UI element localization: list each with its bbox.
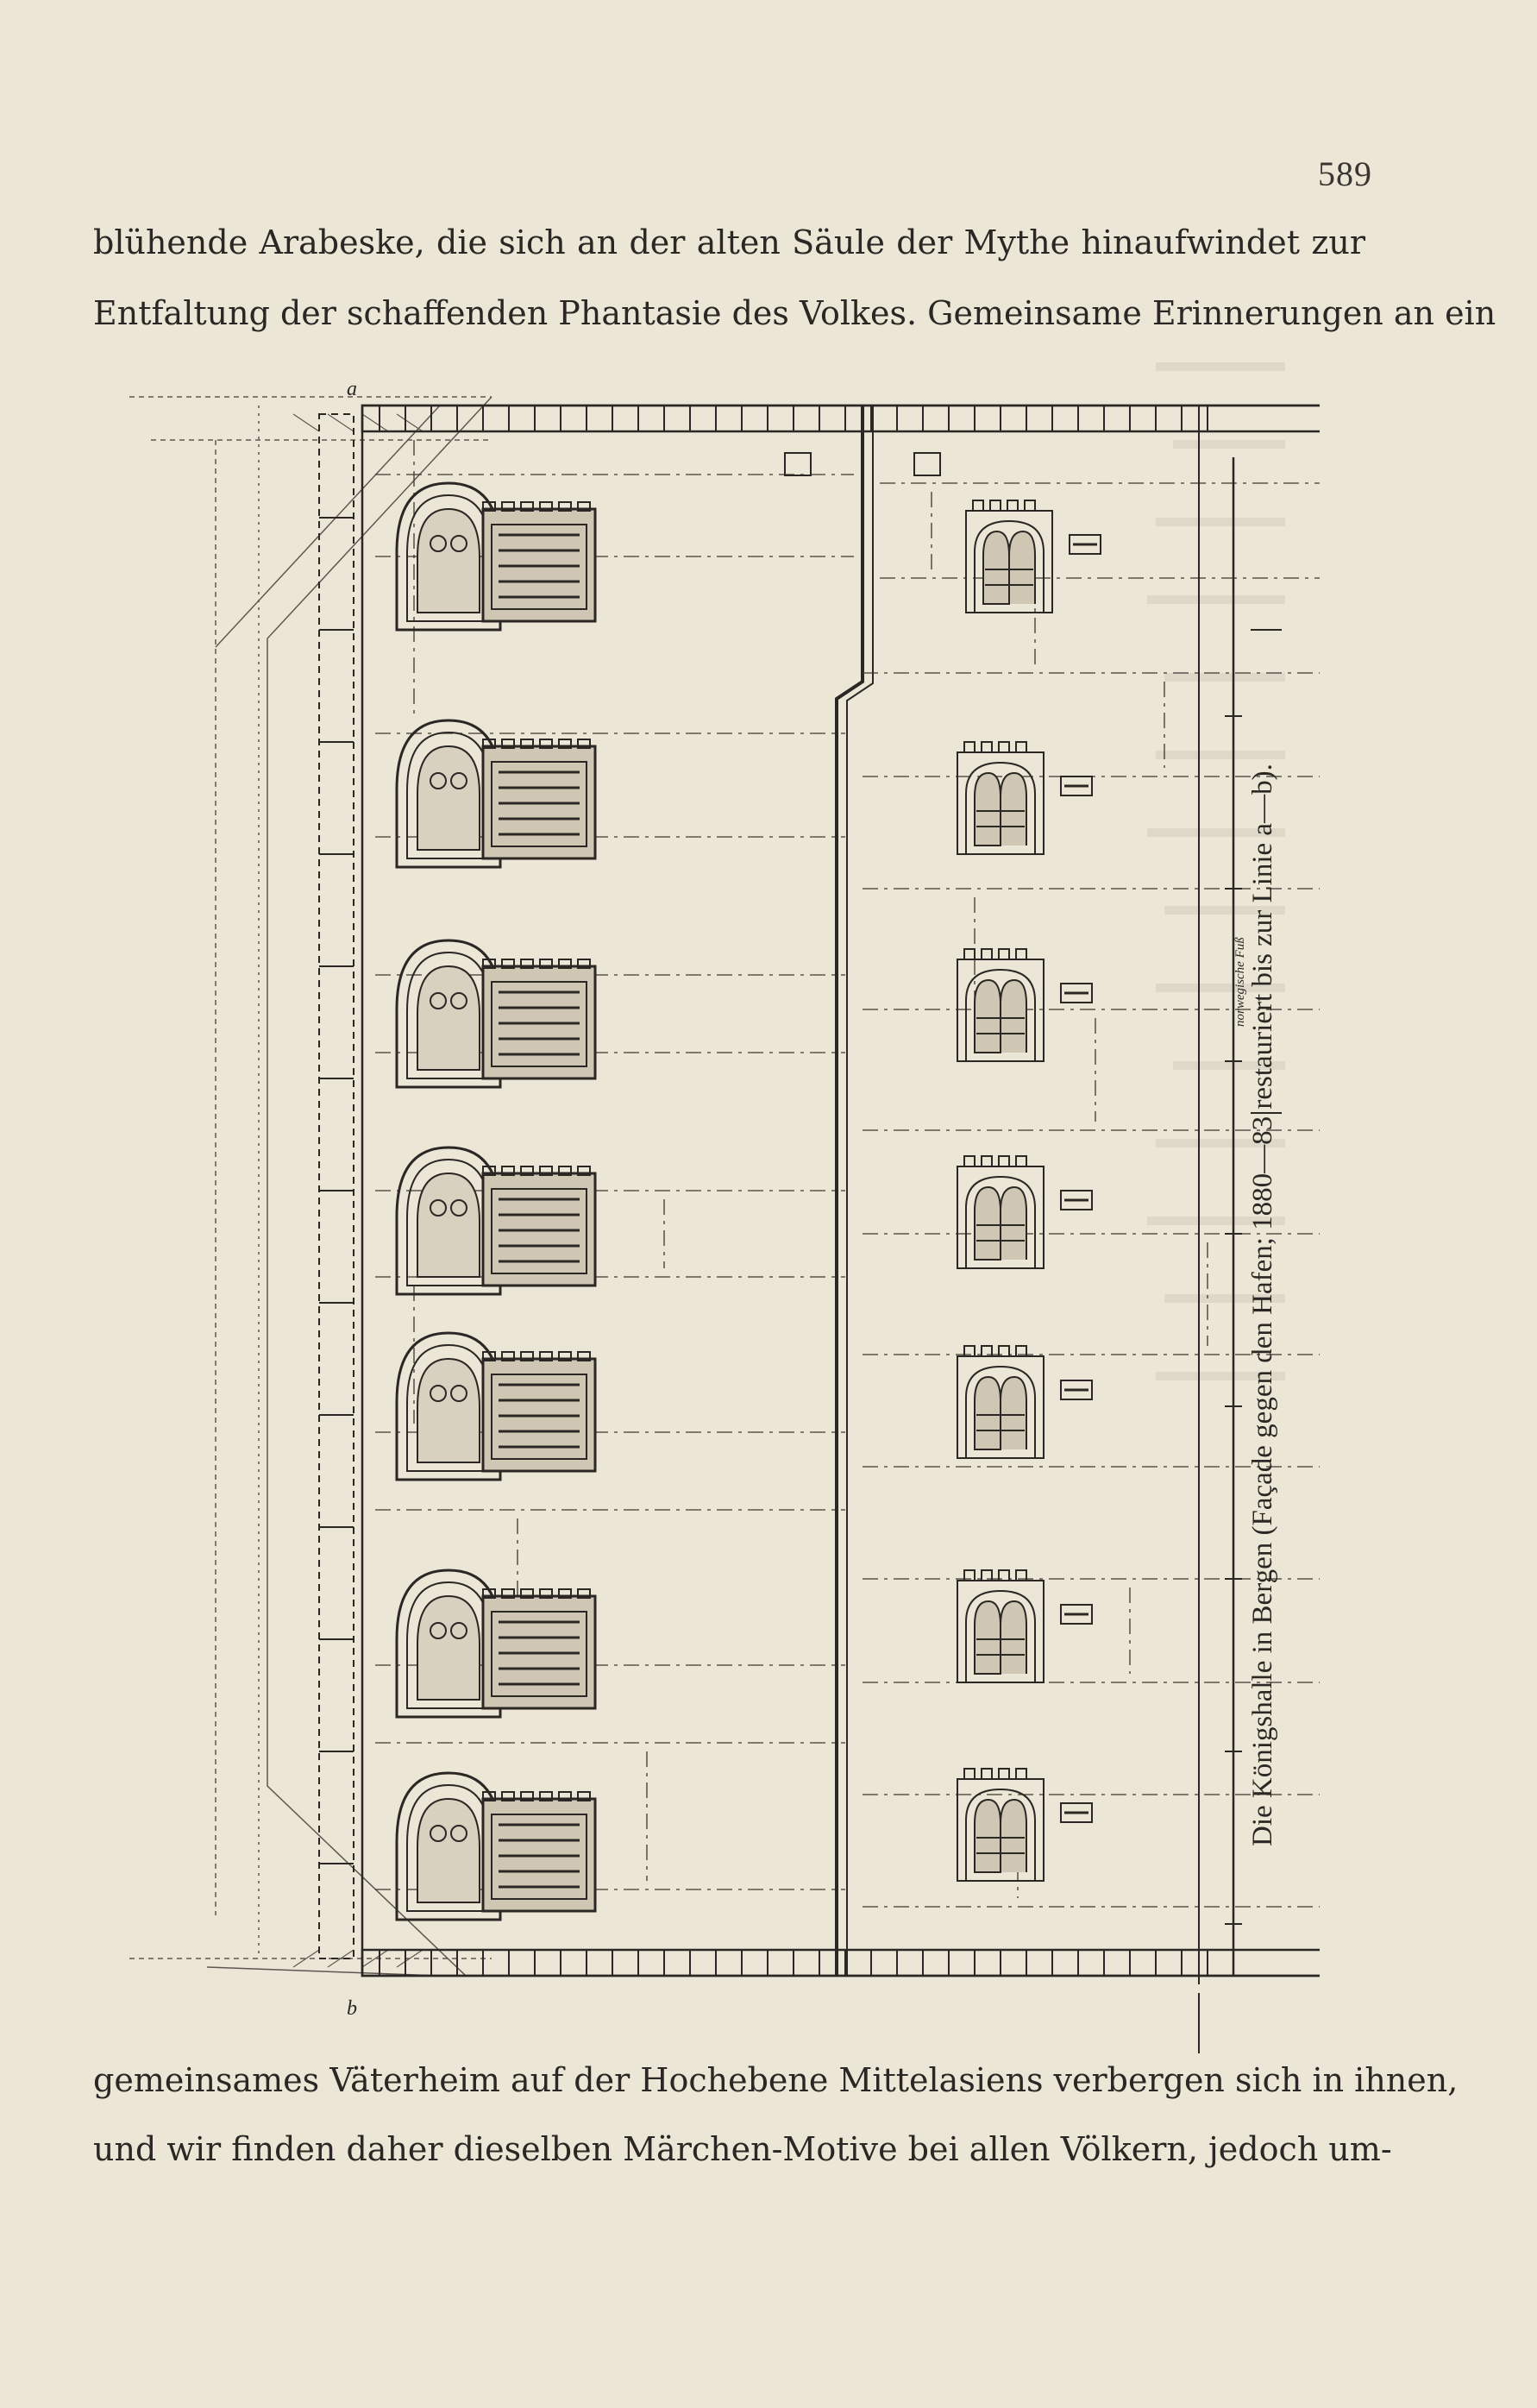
line-label-b: b xyxy=(347,1997,357,2020)
facade-drawing: norwegische Fuß a b xyxy=(129,378,1320,2053)
page-number: 589 xyxy=(1318,154,1372,193)
body-text-line: Entfaltung der schaffenden Phantasie des… xyxy=(93,294,1496,332)
line-label-a: a xyxy=(347,378,357,400)
body-text-line: blühende Arabeske, die sich an der alten… xyxy=(93,223,1365,261)
body-text-line: gemeinsames Väterheim auf der Hochebene … xyxy=(93,2061,1459,2099)
scale-label: norwegische Fuß xyxy=(1233,937,1247,1027)
figure-caption: Die Königshalle in Bergen (Façade gegen … xyxy=(1247,764,1278,1846)
body-text-line: und wir finden daher dieselben Märchen-M… xyxy=(93,2130,1392,2168)
